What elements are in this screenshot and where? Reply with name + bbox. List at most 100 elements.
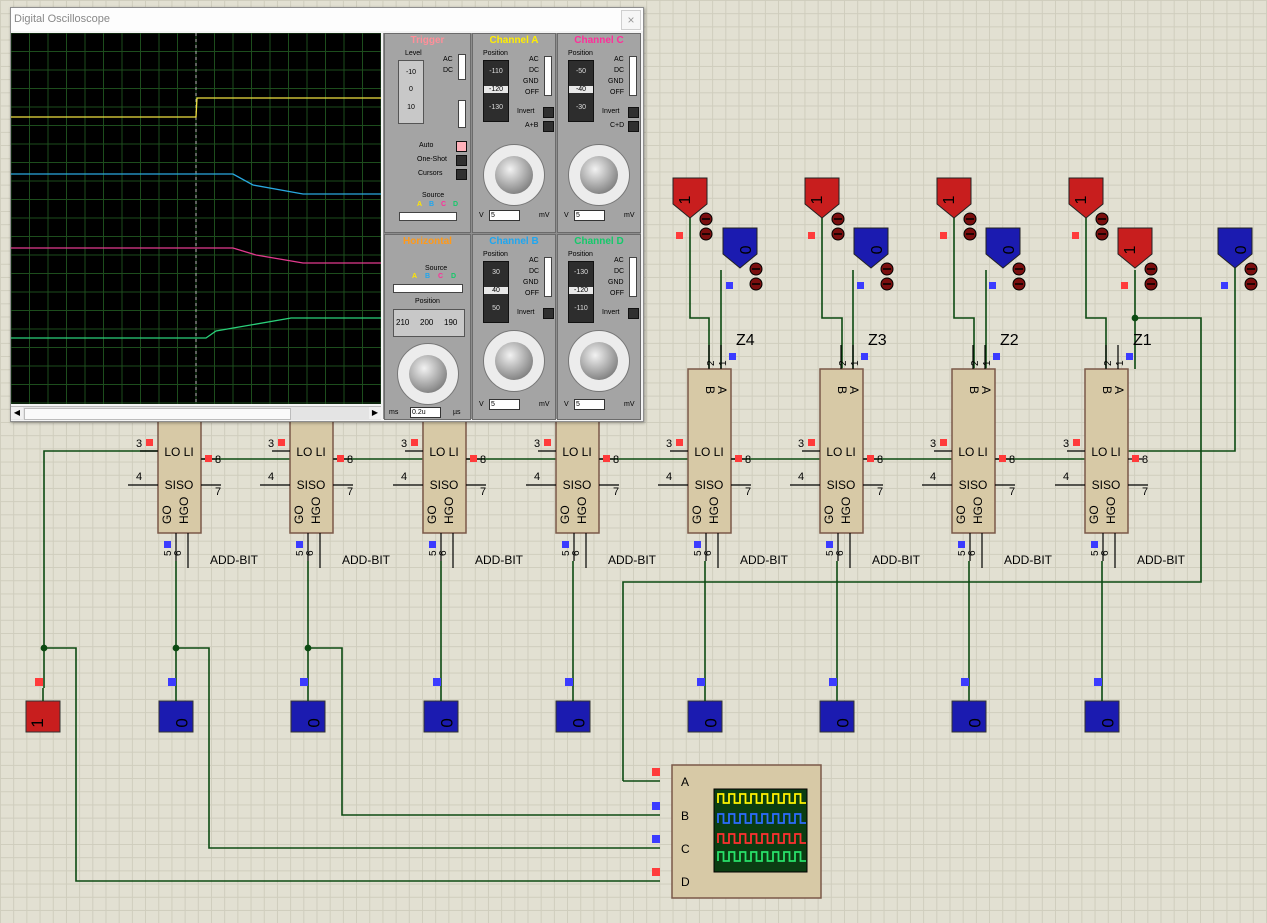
horizontal-source-slider[interactable]	[393, 284, 463, 293]
volts-value-field[interactable]: 5	[489, 210, 520, 221]
pin-number: 4	[666, 471, 672, 483]
pin-number: 7	[745, 486, 751, 498]
volts-per-div-knob[interactable]	[483, 330, 545, 392]
coupling-ac[interactable]: AC	[614, 257, 624, 264]
logic-state-0[interactable]: 0	[819, 678, 855, 733]
close-button[interactable]: ×	[621, 10, 641, 30]
logic-probe-0[interactable]: 0	[985, 227, 1026, 291]
invert-toggle[interactable]	[628, 308, 639, 319]
invert-toggle[interactable]	[543, 308, 554, 319]
coupling-dc[interactable]: DC	[529, 67, 540, 74]
logic-state-0[interactable]: 0	[290, 678, 326, 733]
logic-probe-0[interactable]: 0	[853, 227, 894, 291]
channel-position-wheel[interactable]: 30 40 50	[483, 261, 509, 323]
horizontal-scrollbar[interactable]: ◀ ▶	[11, 406, 381, 420]
logic-state-0[interactable]: 0	[1084, 678, 1120, 733]
trigger-dc[interactable]: DC	[443, 67, 454, 74]
timebase-value-field[interactable]: 0.2u	[410, 407, 441, 418]
logic-state-1[interactable]: 1	[25, 678, 61, 733]
logic-probe-1[interactable]: 1	[1117, 227, 1158, 291]
channel-position-wheel[interactable]: -110 -120 -130	[483, 60, 509, 122]
coupling-slider[interactable]	[544, 56, 552, 96]
logic-state-0[interactable]: 0	[423, 678, 459, 733]
probe-marker	[940, 232, 947, 239]
logic-state-0[interactable]: 0	[951, 678, 987, 733]
logic-state-0[interactable]: 0	[158, 678, 194, 733]
coupling-slider[interactable]	[544, 257, 552, 297]
level-label: Level	[405, 50, 422, 57]
coupling-dc[interactable]: DC	[614, 268, 625, 275]
wire	[176, 647, 660, 849]
cursors-toggle[interactable]	[456, 169, 467, 180]
coupling-off[interactable]: OFF	[525, 290, 539, 297]
invert-label: Invert	[602, 108, 620, 115]
logic-probe-0[interactable]: 0	[1217, 227, 1258, 291]
oscilloscope-window[interactable]: Digital Oscilloscope × ◀ ▶ Trigger Level…	[10, 7, 644, 422]
logic-probe-1[interactable]: 1	[672, 177, 713, 241]
channel-position-wheel[interactable]: -130 -120 -110	[568, 261, 594, 323]
chip-label-go: GO	[558, 505, 572, 524]
coupling-ac[interactable]: AC	[614, 56, 624, 63]
volts-per-div-knob[interactable]	[568, 330, 630, 392]
coupling-gnd[interactable]: GND	[608, 279, 624, 286]
logic-probe-1[interactable]: 1	[804, 177, 845, 241]
coupling-off[interactable]: OFF	[610, 89, 624, 96]
scroll-right-icon[interactable]: ▶	[369, 407, 381, 419]
pin-number: 4	[534, 471, 540, 483]
trigger-level-wheel[interactable]: -10 0 10	[398, 60, 424, 124]
logic-state-0[interactable]: 0	[687, 678, 723, 733]
horizontal-position-wheel[interactable]: 210 200 190	[393, 309, 465, 337]
scroll-left-icon[interactable]: ◀	[11, 407, 23, 419]
logic-probe-1[interactable]: 1	[936, 177, 977, 241]
volts-per-div-knob[interactable]	[483, 144, 545, 206]
logic-state-0[interactable]: 0	[555, 678, 591, 733]
timebase-knob[interactable]	[397, 343, 459, 405]
channel-panel-c: Channel C Position -50 -40 -30 AC DC GND…	[557, 33, 641, 233]
oscilloscope-titlebar[interactable]: Digital Oscilloscope ×	[11, 8, 643, 31]
volts-value-field[interactable]: 5	[574, 210, 605, 221]
pin-marker	[993, 353, 1000, 360]
trigger-edge-slider[interactable]	[458, 100, 466, 128]
pin-number: 3	[666, 438, 672, 450]
trigger-source-slider[interactable]	[399, 212, 457, 221]
coupling-gnd[interactable]: GND	[523, 279, 539, 286]
coupling-off[interactable]: OFF	[610, 290, 624, 297]
sum-toggle[interactable]	[543, 121, 554, 132]
sum-toggle[interactable]	[628, 121, 639, 132]
auto-toggle[interactable]	[456, 141, 467, 152]
one-shot-toggle[interactable]	[456, 155, 467, 166]
coupling-ac[interactable]: AC	[529, 56, 539, 63]
coupling-ac[interactable]: AC	[529, 257, 539, 264]
coupling-dc[interactable]: DC	[614, 67, 625, 74]
volts-per-div-knob[interactable]	[568, 144, 630, 206]
coupling-gnd[interactable]: GND	[608, 78, 624, 85]
state-box	[1084, 700, 1120, 733]
channel-position-wheel[interactable]: -50 -40 -30	[568, 60, 594, 122]
trigger-coupling-slider[interactable]	[458, 54, 466, 80]
invert-toggle[interactable]	[543, 107, 554, 118]
logic-probe-1[interactable]: 1	[1068, 177, 1109, 241]
logic-probe-0[interactable]: 0	[722, 227, 763, 291]
coupling-off[interactable]: OFF	[525, 89, 539, 96]
scrollbar-thumb[interactable]	[24, 408, 291, 420]
trigger-ac[interactable]: AC	[443, 56, 453, 63]
pin-number: 1	[982, 360, 993, 366]
invert-toggle[interactable]	[628, 107, 639, 118]
coupling-dc[interactable]: DC	[529, 268, 540, 275]
chip-label-loli: LO LI	[429, 445, 458, 459]
volts-value-field[interactable]: 5	[574, 399, 605, 410]
coupling-slider[interactable]	[629, 56, 637, 96]
volts-value-field[interactable]: 5	[489, 399, 520, 410]
coupling-slider[interactable]	[629, 257, 637, 297]
coupling-gnd[interactable]: GND	[523, 78, 539, 85]
